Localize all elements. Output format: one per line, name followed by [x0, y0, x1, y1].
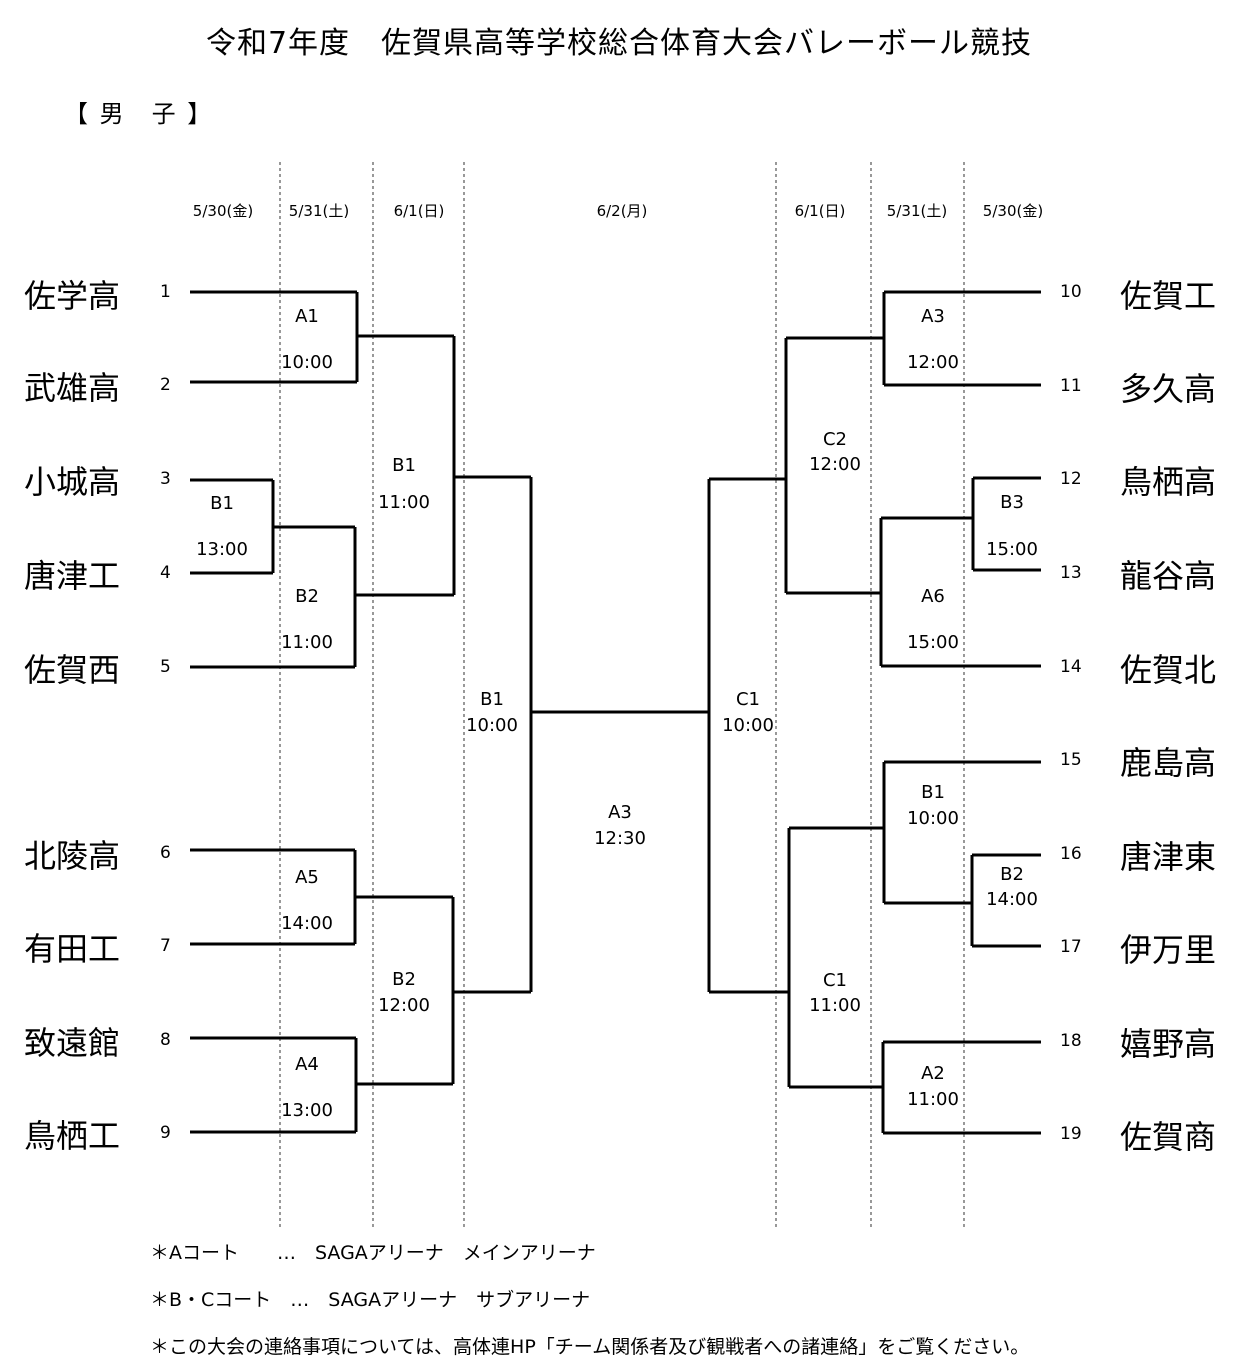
team-name: 鹿島高 [1120, 744, 1217, 782]
seed-number: 9 [160, 1123, 171, 1143]
team-name: 有田工 [24, 930, 121, 968]
match-court: A6 [921, 586, 945, 607]
match-time: 13:00 [281, 1100, 333, 1121]
match-time: 12:00 [378, 995, 430, 1016]
match-time: 11:00 [378, 492, 430, 513]
match-court: A5 [295, 867, 319, 888]
date-right-day3: 6/1(日) [794, 202, 846, 220]
team-name: 多久高 [1120, 370, 1217, 408]
match-time: 10:00 [722, 715, 774, 736]
match-court: B1 [921, 782, 945, 803]
match-time: 15:00 [907, 632, 959, 653]
match-court: B2 [295, 586, 319, 607]
match-court: B1 [480, 689, 504, 710]
match-time: 14:00 [986, 889, 1038, 910]
team-name: 鳥栖工 [24, 1117, 121, 1155]
seed-number: 16 [1060, 844, 1082, 864]
match-time: 12:00 [907, 352, 959, 373]
match-court: B2 [1000, 864, 1024, 885]
seed-number: 13 [1060, 563, 1082, 583]
match-time: 10:00 [907, 808, 959, 829]
date-left-day1: 5/30(金) [192, 202, 254, 220]
seed-number: 11 [1060, 376, 1082, 396]
seed-number: 4 [160, 563, 171, 583]
seed-number: 18 [1060, 1031, 1082, 1051]
team-name: 佐賀西 [24, 651, 121, 689]
date-right-day2: 5/31(土) [886, 202, 948, 220]
team-name: 佐学高 [24, 277, 121, 315]
team-name: 小城高 [24, 463, 121, 501]
seed-number: 6 [160, 843, 171, 863]
seed-number: 3 [160, 469, 171, 489]
match-court: B2 [392, 969, 416, 990]
match-time: 12:30 [594, 828, 646, 849]
team-name: 佐賀工 [1120, 277, 1217, 315]
seed-number: 5 [160, 657, 171, 677]
team-name: 伊万里 [1120, 931, 1217, 969]
team-name: 武雄高 [24, 369, 121, 407]
match-court: B1 [210, 493, 234, 514]
date-left-day2: 5/31(土) [288, 202, 350, 220]
date-left-day3: 6/1(日) [393, 202, 445, 220]
seed-number: 1 [160, 282, 171, 302]
seed-number: 19 [1060, 1124, 1082, 1144]
match-court: B3 [1000, 492, 1024, 513]
match-court: C1 [822, 970, 848, 991]
seed-number: 14 [1060, 657, 1082, 677]
match-time: 13:00 [196, 539, 248, 560]
match-court: A1 [295, 306, 319, 327]
date-right-day1: 5/30(金) [982, 202, 1044, 220]
page-title: 令和7年度 佐賀県高等学校総合体育大会バレーボール競技 [205, 26, 1033, 61]
match-court: C1 [735, 689, 761, 710]
team-name: 佐賀商 [1120, 1118, 1217, 1156]
team-name: 鳥栖高 [1120, 463, 1217, 501]
seed-number: 7 [160, 936, 171, 956]
note-line: ＊B・Cコート … SAGAアリーナ サブアリーナ [150, 1289, 591, 1311]
match-court: C2 [822, 429, 848, 450]
division-heading: 【 男 子 】 [64, 100, 214, 128]
team-name: 龍谷高 [1120, 557, 1217, 595]
match-time: 10:00 [281, 352, 333, 373]
team-name: 佐賀北 [1120, 651, 1217, 689]
team-name: 致遠館 [24, 1024, 121, 1062]
date-final-day: 6/2(月) [596, 202, 648, 220]
seed-number: 12 [1060, 469, 1082, 489]
seed-number: 2 [160, 375, 171, 395]
match-time: 15:00 [986, 539, 1038, 560]
match-time: 11:00 [907, 1089, 959, 1110]
team-name: 唐津東 [1120, 838, 1217, 876]
note-line: ＊Aコート … SAGAアリーナ メインアリーナ [150, 1242, 596, 1264]
match-time: 11:00 [809, 995, 861, 1016]
team-name: 唐津工 [24, 557, 121, 595]
match-court: B1 [392, 455, 416, 476]
seed-number: 15 [1060, 750, 1082, 770]
match-time: 12:00 [809, 454, 861, 475]
match-time: 10:00 [466, 715, 518, 736]
seed-number: 10 [1060, 282, 1082, 302]
team-name: 北陵高 [24, 837, 121, 875]
match-time: 14:00 [281, 913, 333, 934]
seed-number: 17 [1060, 937, 1082, 957]
note-line: ＊この大会の連絡事項については、高体連HP「チーム関係者及び観戦者への諸連絡」を… [150, 1336, 1030, 1358]
match-court: A2 [921, 1063, 945, 1084]
match-time: 11:00 [281, 632, 333, 653]
team-name: 嬉野高 [1120, 1025, 1217, 1063]
match-court: A3 [921, 306, 945, 327]
match-court: A4 [295, 1054, 319, 1075]
match-court: A3 [608, 802, 632, 823]
seed-number: 8 [160, 1030, 171, 1050]
